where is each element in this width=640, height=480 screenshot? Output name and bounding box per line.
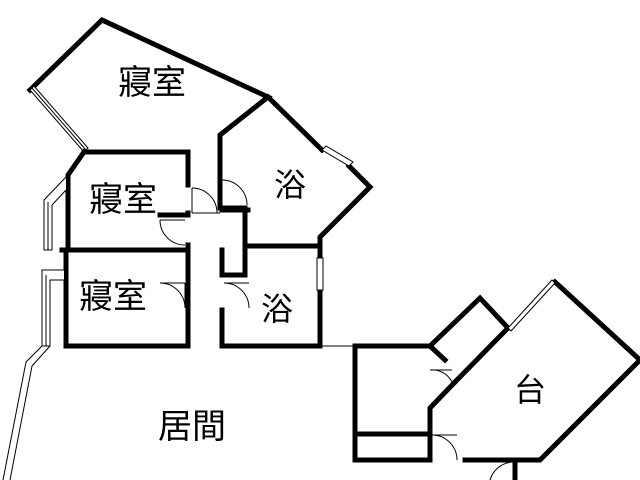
window-bath-upper bbox=[321, 145, 354, 167]
room-label-bath-lower: 浴 bbox=[261, 290, 293, 328]
door-bedroom-mid bbox=[159, 219, 186, 246]
door-bath-upper bbox=[221, 179, 248, 206]
door-bedroom-low bbox=[159, 282, 186, 309]
window-bedroom-mid bbox=[43, 176, 67, 251]
door-bedroom-top bbox=[191, 187, 220, 214]
bath-upper-area bbox=[219, 93, 374, 278]
door-kitchen bbox=[429, 369, 453, 383]
door-balcony-lower bbox=[431, 434, 458, 461]
bedroom-low-area bbox=[41, 249, 191, 349]
window-bath-lower bbox=[316, 257, 324, 291]
room-label-living: 居間 bbox=[158, 407, 226, 447]
room-label-bath-upper: 浴 bbox=[274, 166, 306, 204]
window-bedroom-low bbox=[41, 269, 64, 347]
door-bath-lower bbox=[223, 282, 250, 309]
room-label-bedroom-top: 寢室 bbox=[118, 63, 186, 103]
bedroom-mid-area bbox=[43, 148, 191, 253]
room-label-bedroom-low: 寢室 bbox=[79, 277, 147, 317]
balcony-area bbox=[320, 278, 640, 480]
window-balcony bbox=[507, 279, 556, 332]
room-label-balcony: 台 bbox=[514, 371, 546, 409]
door-bottom-right bbox=[489, 461, 516, 480]
room-label-bedroom-mid: 寢室 bbox=[89, 180, 157, 220]
bath-lower-area bbox=[219, 243, 324, 349]
window-living bbox=[2, 345, 43, 480]
